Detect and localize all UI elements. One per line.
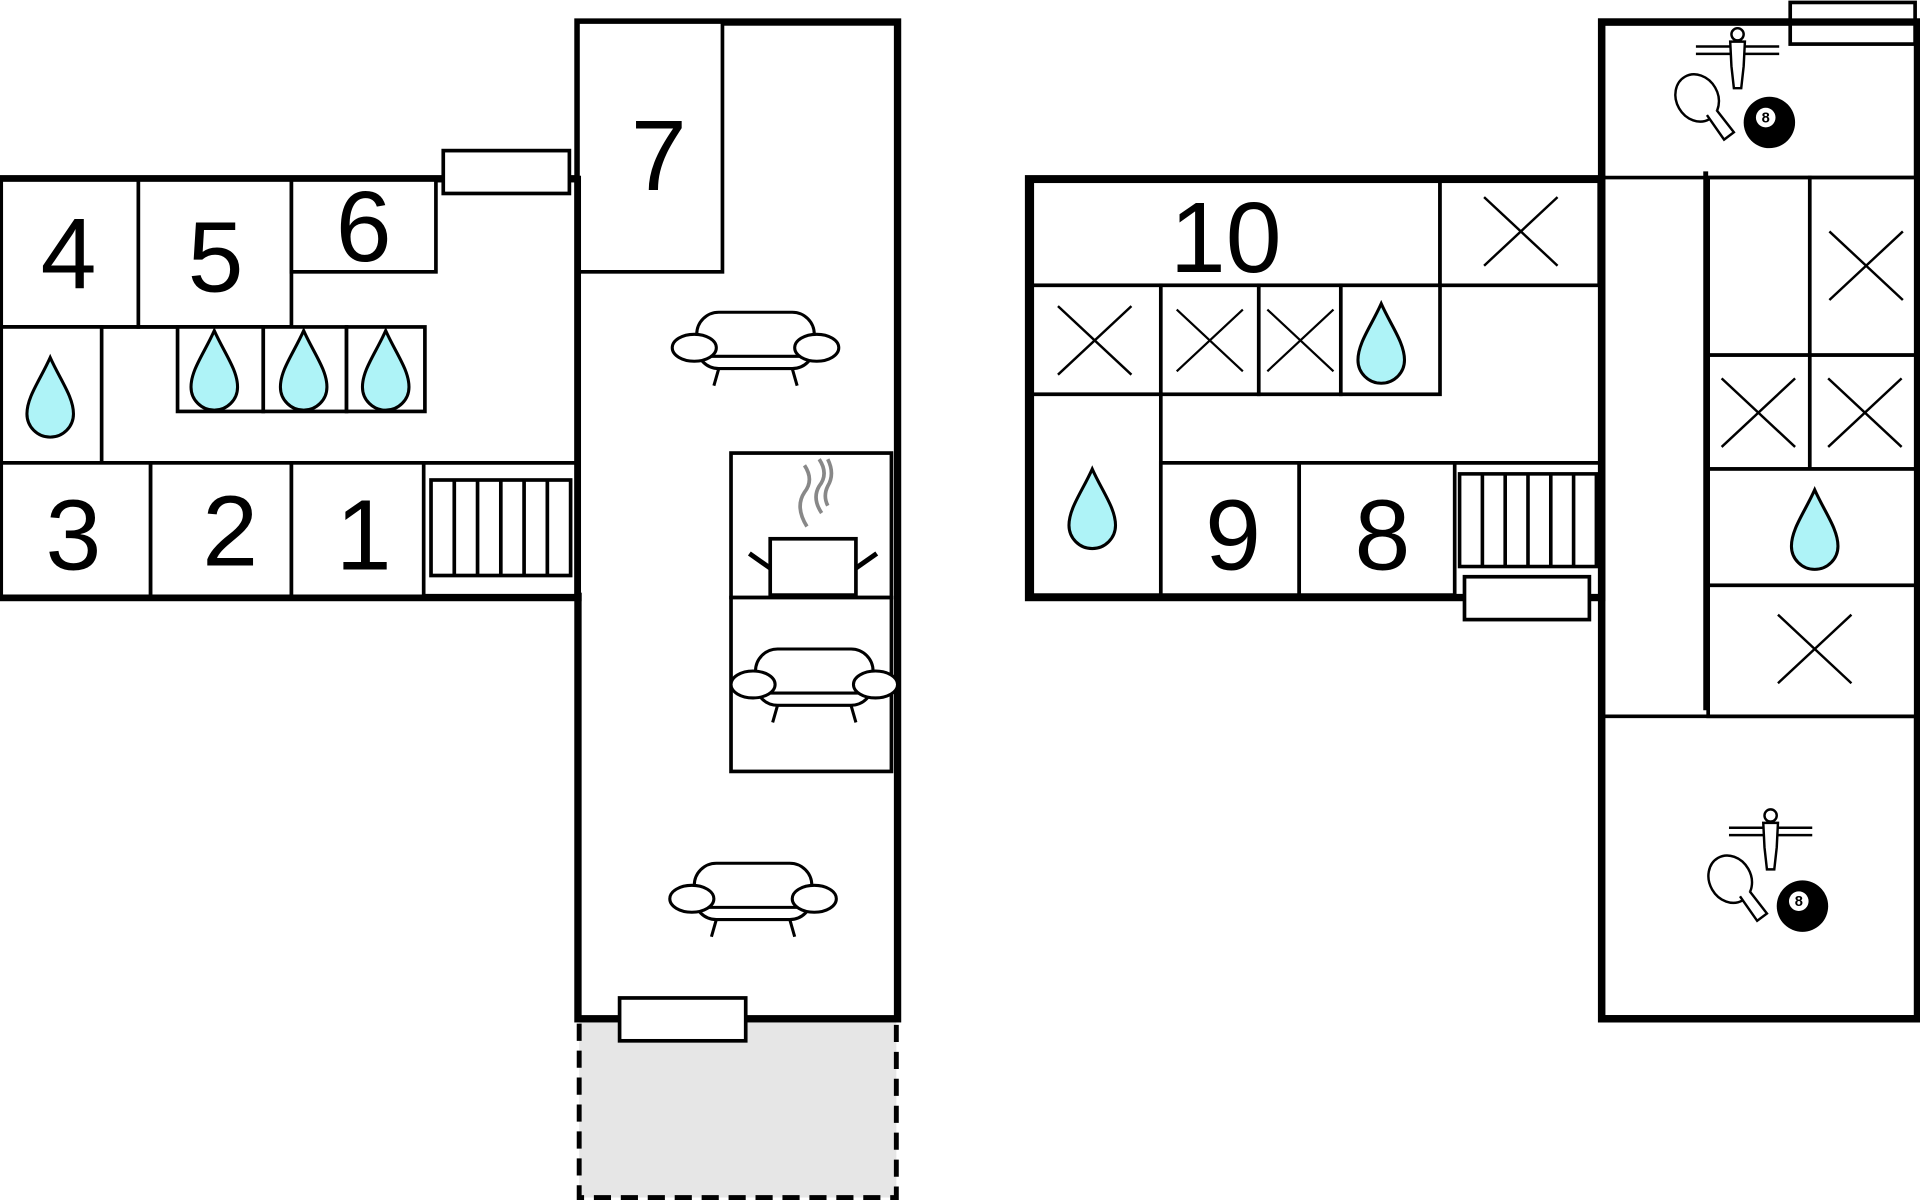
room-6 <box>289 176 438 274</box>
room-5-label: 5 <box>188 201 244 313</box>
room-10-label: 10 <box>1170 182 1282 294</box>
terrace-door <box>617 996 748 1043</box>
room-1-label: 1 <box>336 479 392 591</box>
terrace <box>576 1016 899 1200</box>
room-5 <box>136 176 294 329</box>
cooking-pot-icon <box>747 458 879 597</box>
room-10 <box>1030 179 1442 288</box>
table-tennis-icon <box>1698 846 1769 923</box>
sofa-icon <box>670 310 841 388</box>
entrance-door <box>441 148 572 196</box>
right-building: 10 9 8 <box>1024 0 1920 1023</box>
room-9 <box>1158 461 1302 597</box>
room-3 <box>0 461 153 600</box>
table-tennis-icon <box>1665 65 1736 141</box>
sofa-icon <box>668 861 838 939</box>
room-2-label: 2 <box>202 476 258 588</box>
room-9-label: 9 <box>1205 479 1261 591</box>
svg-text:8: 8 <box>1795 894 1803 910</box>
room-8-label: 8 <box>1355 479 1411 591</box>
billiard-ball-icon: 8 <box>1743 96 1796 149</box>
room-4-label: 4 <box>41 198 97 310</box>
stairs-icon <box>429 478 573 578</box>
room-1 <box>289 461 426 600</box>
game-room-icons: 8 <box>1665 26 1796 149</box>
room-6-label: 6 <box>336 171 392 283</box>
left-building: 7 4 5 6 3 2 1 <box>0 18 902 1200</box>
room-3-label: 3 <box>46 479 102 591</box>
room-7-label: 7 <box>631 100 687 212</box>
entrance-door <box>1462 574 1592 622</box>
room-8 <box>1297 461 1457 597</box>
stairs-icon <box>1457 472 1599 569</box>
svg-text:8: 8 <box>1762 110 1770 126</box>
room-7 <box>576 20 725 274</box>
game-room-icons: 8 <box>1698 808 1829 932</box>
closet <box>1706 175 1812 357</box>
billiard-ball-icon: 8 <box>1776 880 1829 932</box>
